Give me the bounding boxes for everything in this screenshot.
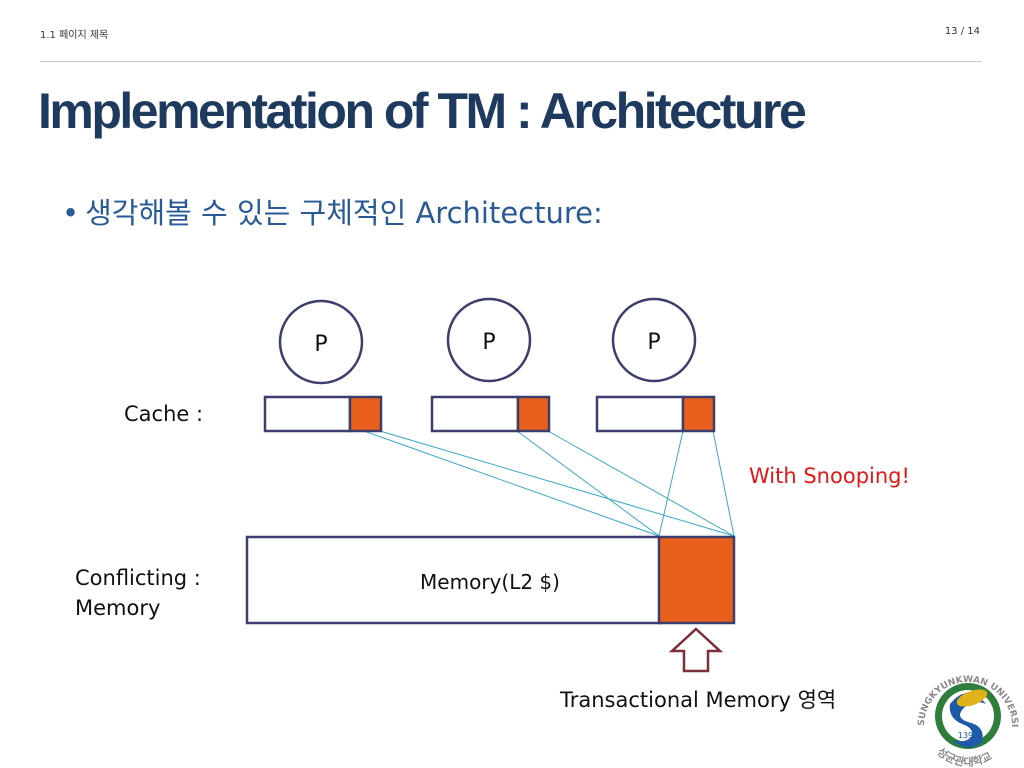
- connector-line: [547, 430, 735, 537]
- processor-label: P: [647, 330, 660, 355]
- processor-3: P: [611, 297, 697, 383]
- memory-label: Conflicting : Memory: [75, 563, 201, 623]
- processor-1: P: [278, 299, 364, 385]
- processor-label: P: [314, 332, 327, 357]
- up-arrow-icon: [668, 627, 724, 673]
- connector-line: [363, 430, 660, 537]
- cache-tm-region: [681, 395, 716, 433]
- connector-line: [516, 430, 660, 537]
- memory-text: Memory(L2 $): [420, 570, 560, 594]
- connector-line: [379, 430, 735, 537]
- cache-1: [263, 395, 383, 433]
- connector-line: [658, 430, 684, 537]
- processor-2: P: [446, 297, 532, 383]
- page-number: 13 / 14: [944, 26, 980, 37]
- header-divider: [40, 61, 982, 62]
- slide-title: Implementation of TM : Architecture: [38, 83, 807, 139]
- university-logo: 1398 SUNGKYUNKWAN UNIVERSITY 성균관대학교: [910, 664, 1019, 768]
- cache-2: [430, 395, 551, 433]
- slide-section-label: 1.1 페이지 제목: [40, 30, 109, 41]
- memory-block: Memory(L2 $): [245, 535, 736, 625]
- logo-year: 1398: [958, 731, 978, 740]
- cache-label: Cache :: [124, 402, 204, 426]
- processor-label: P: [482, 330, 495, 355]
- tm-region-label: Transactional Memory 영역: [560, 688, 837, 712]
- memory-label-line2: Memory: [75, 596, 161, 620]
- bullet-text: 생각해볼 수 있는 구체적인 Architecture:: [85, 196, 603, 230]
- snooping-note: With Snooping!: [749, 464, 910, 488]
- cache-tm-region: [348, 395, 383, 433]
- transactional-memory-region: [657, 535, 736, 625]
- memory-label-line1: Conflicting :: [75, 566, 201, 590]
- snoop-connectors: [363, 430, 735, 537]
- connector-line: [712, 430, 735, 537]
- cache-tm-region: [516, 395, 551, 433]
- cache-3: [595, 395, 716, 433]
- bullet-item: •생각해볼 수 있는 구체적인 Architecture:: [62, 190, 603, 232]
- bullet-marker: •: [62, 196, 80, 230]
